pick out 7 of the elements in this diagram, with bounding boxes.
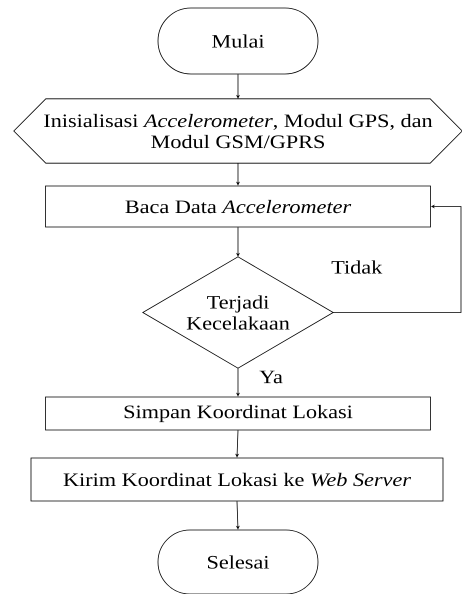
start-terminator: Mulai [158,8,318,74]
process-box: Baca Data Accelerometer [45,186,431,228]
input-hexagon: Inisialisasi Accelerometer, Modul GPS, dan Modul GSM/GPRS [13,98,462,164]
process-box: Simpan Koordinat Lokasi [45,396,431,430]
edge-label: Ya [258,370,284,384]
end-terminator: Selesai [158,530,318,594]
process-box: Kirim Koordinat Lokasi ke Web Server [30,458,444,502]
